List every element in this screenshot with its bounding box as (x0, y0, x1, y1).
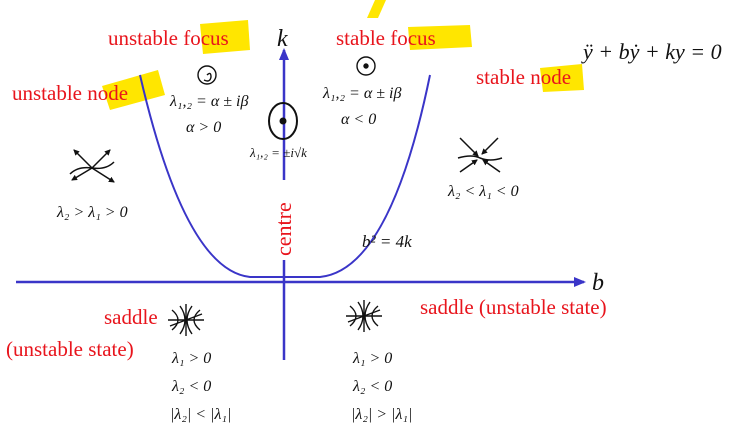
unstable-focus-label: unstable focus (108, 26, 229, 50)
centre-orbit-icon (268, 102, 298, 140)
saddle-right-label: saddle (unstable state) (420, 295, 607, 319)
saddle-right-icon (346, 300, 382, 332)
unstable-focus-eigen: λ₁,₂ = α ± iβ (169, 93, 248, 110)
unstable-focus-condition: α > 0 (186, 119, 221, 136)
highlight-unstable-node (102, 70, 165, 110)
stable-focus-spiral-icon (356, 56, 376, 76)
b-axis-label: b (592, 270, 604, 296)
saddle-left-label-line2: (unstable state) (6, 337, 134, 361)
highlight-top-tick (367, 0, 386, 18)
stable-node-condition: λ₂ < λ₁ < 0 (447, 183, 519, 200)
stable-focus-label: stable focus (336, 26, 436, 50)
parabola-label: b² = 4k (362, 232, 412, 251)
saddle-left-label-line1: saddle (104, 305, 158, 329)
highlight-marks (102, 0, 584, 110)
k-axis-label: k (277, 26, 288, 52)
saddle-right-cond1: λ₁ > 0 (352, 350, 392, 367)
stable-node-icon (457, 137, 503, 173)
highlight-stable-focus (408, 25, 472, 50)
saddle-left-cond3: |λ₂| < |λ₁| (170, 406, 231, 423)
parabola-curve (139, 74, 431, 278)
unstable-node-label: unstable node (12, 81, 128, 105)
centre-eigen: λ₁,₂ = ±i√k (249, 145, 307, 160)
saddle-left-cond1: λ₁ > 0 (171, 350, 211, 367)
unstable-node-icon (69, 149, 115, 183)
unstable-node-condition: λ₂ > λ₁ > 0 (56, 204, 128, 221)
stable-node-label: stable node (476, 65, 571, 89)
stable-focus-eigen: λ₁,₂ = α ± iβ (322, 85, 401, 102)
stable-focus-condition: α < 0 (341, 111, 376, 128)
ode-equation: ÿ + bẏ + ky = 0 (581, 39, 722, 64)
saddle-left-icon (168, 304, 204, 336)
saddle-right-cond2: λ₂ < 0 (352, 378, 392, 395)
highlight-unstable-focus (200, 20, 250, 54)
saddle-right-cond3: |λ₂| > |λ₁| (351, 406, 412, 423)
unstable-focus-spiral-icon (197, 65, 217, 85)
centre-label: centre (271, 202, 296, 256)
saddle-left-cond2: λ₂ < 0 (171, 378, 211, 395)
highlight-stable-node (540, 64, 584, 92)
